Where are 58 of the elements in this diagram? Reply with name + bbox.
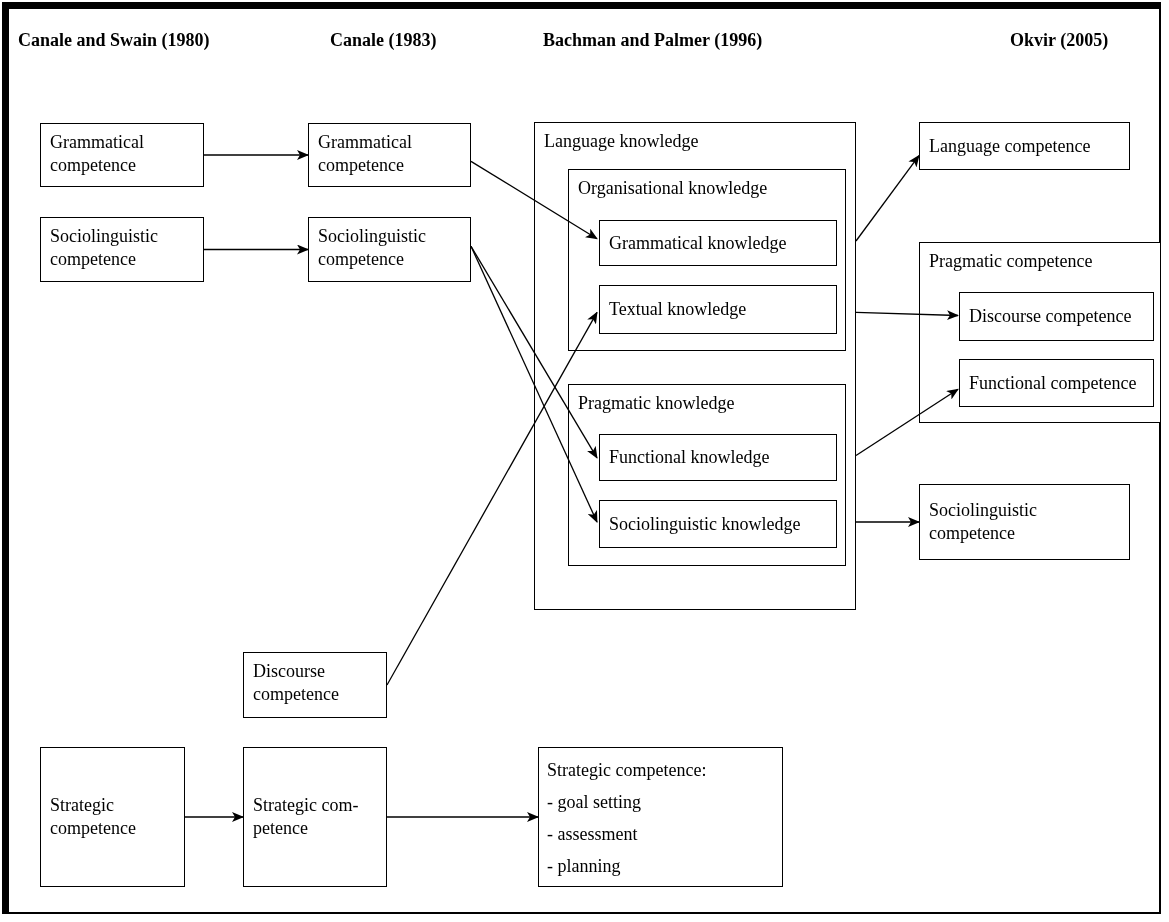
process-box: [243, 652, 387, 718]
process-box: [534, 122, 856, 610]
process-box: [538, 747, 783, 887]
process-box: [919, 484, 1130, 560]
node-text: Strategic com- petence: [253, 794, 360, 840]
process-box: [599, 285, 837, 334]
arrow: [386, 311, 598, 686]
process-box: [959, 359, 1154, 407]
process-box: [599, 434, 837, 481]
node-text: Sociolinguistic competence: [50, 225, 159, 271]
process-box: [40, 123, 204, 187]
process-box: [599, 220, 837, 266]
column-heading: Canale and Swain (1980): [18, 30, 210, 51]
node-text: Sociolinguistic competence: [929, 499, 1038, 545]
process-box: [568, 169, 846, 351]
process-box: [308, 123, 471, 187]
arrow: [203, 150, 309, 160]
node-text: Organisational knowledge: [578, 177, 769, 200]
node-text: Sociolinguistic competence: [318, 225, 427, 271]
process-box: [40, 747, 185, 887]
arrow: [203, 244, 309, 255]
node-text: Strategic competence:: [547, 759, 708, 782]
arrow: [855, 310, 959, 321]
node-text: Pragmatic competence: [929, 250, 1094, 273]
process-box: [308, 217, 471, 282]
arrow: [470, 160, 598, 240]
node-text: Grammatical knowledge: [609, 231, 788, 255]
node-text: Functional competence: [969, 371, 1138, 395]
process-box: [40, 217, 204, 282]
node-text: - planning: [547, 855, 622, 878]
column-heading: Bachman and Palmer (1996): [543, 30, 763, 51]
arrow: [386, 812, 539, 822]
node-text: Grammatical competence: [318, 131, 413, 177]
node-text: Grammatical competence: [50, 131, 145, 177]
arrow: [184, 812, 244, 822]
arrow: [470, 245, 598, 523]
node-text: Pragmatic knowledge: [578, 392, 736, 415]
arrow: [855, 517, 920, 527]
process-box: [243, 747, 387, 887]
node-text: Language competence: [929, 134, 1092, 158]
node-text: Language knowledge: [544, 130, 700, 153]
process-box: [599, 500, 837, 548]
column-heading: Canale (1983): [330, 30, 437, 51]
process-box: [919, 122, 1130, 170]
node-text: - goal setting: [547, 791, 642, 814]
arrow: [855, 154, 920, 242]
node-text: Textual knowledge: [609, 298, 748, 321]
node-text: Functional knowledge: [609, 446, 771, 469]
node-text: Sociolinguistic knowledge: [609, 512, 802, 536]
arrow: [855, 388, 959, 457]
process-box: [959, 292, 1154, 341]
node-text: Discourse competence: [969, 305, 1133, 328]
column-heading: Okvir (2005): [1010, 30, 1109, 51]
process-box: [568, 384, 846, 566]
node-text: Strategic competence: [50, 794, 137, 840]
node-text: Discourse competence: [253, 660, 340, 706]
process-box: [919, 242, 1161, 423]
node-text: - assessment: [547, 823, 639, 846]
